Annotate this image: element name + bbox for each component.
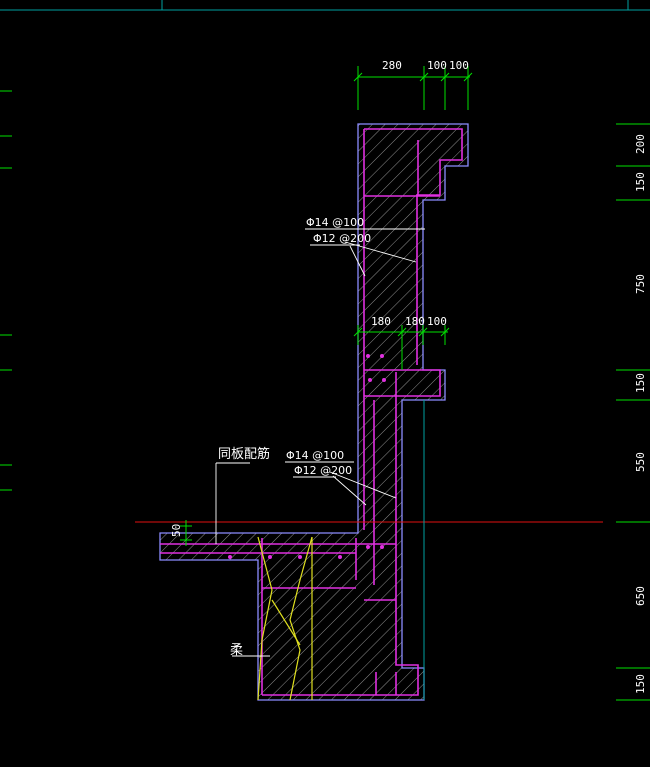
- upper-rebar-note-1: Φ14 @100: [306, 216, 364, 229]
- leader-lines: [215, 228, 425, 657]
- middle-dim-1: 180: [371, 315, 391, 328]
- backfill-marks: [257, 536, 313, 701]
- right-dim-2: 150: [634, 172, 647, 192]
- slab-dim: 50: [170, 524, 183, 537]
- slab-reinforcement-note: 同板配筋: [218, 446, 270, 462]
- middle-dimension: [353, 325, 450, 370]
- lower-rebar-note-2: Φ12 @200: [294, 464, 352, 477]
- top-dim-1: 280: [382, 59, 402, 72]
- right-dim-1: 200: [634, 134, 647, 154]
- left-edge-markers: [0, 90, 12, 491]
- right-dim-5: 550: [634, 452, 647, 472]
- slab-dimension: [180, 520, 192, 546]
- concrete-outline: [159, 123, 469, 701]
- right-dim-7: 150: [634, 674, 647, 694]
- right-dim-3: 750: [634, 274, 647, 294]
- lower-rebar-note-1: Φ14 @100: [286, 449, 344, 462]
- top-dim-3: 100: [449, 59, 469, 72]
- right-dim-6: 650: [634, 586, 647, 606]
- backfill-note: 柔: [230, 643, 243, 658]
- frame-lines: [0, 0, 650, 11]
- upper-rebar-note-2: Φ12 @200: [313, 232, 371, 245]
- concrete-section: [159, 123, 469, 701]
- top-dimension: [353, 66, 473, 110]
- rebar-lines: [160, 128, 463, 696]
- rebar-dots: [228, 354, 386, 559]
- middle-dim-3: 100: [427, 315, 447, 328]
- right-dimension: [616, 123, 650, 701]
- right-dim-4: 150: [634, 373, 647, 393]
- top-dim-2: 100: [427, 59, 447, 72]
- middle-dim-2: 180: [405, 315, 425, 328]
